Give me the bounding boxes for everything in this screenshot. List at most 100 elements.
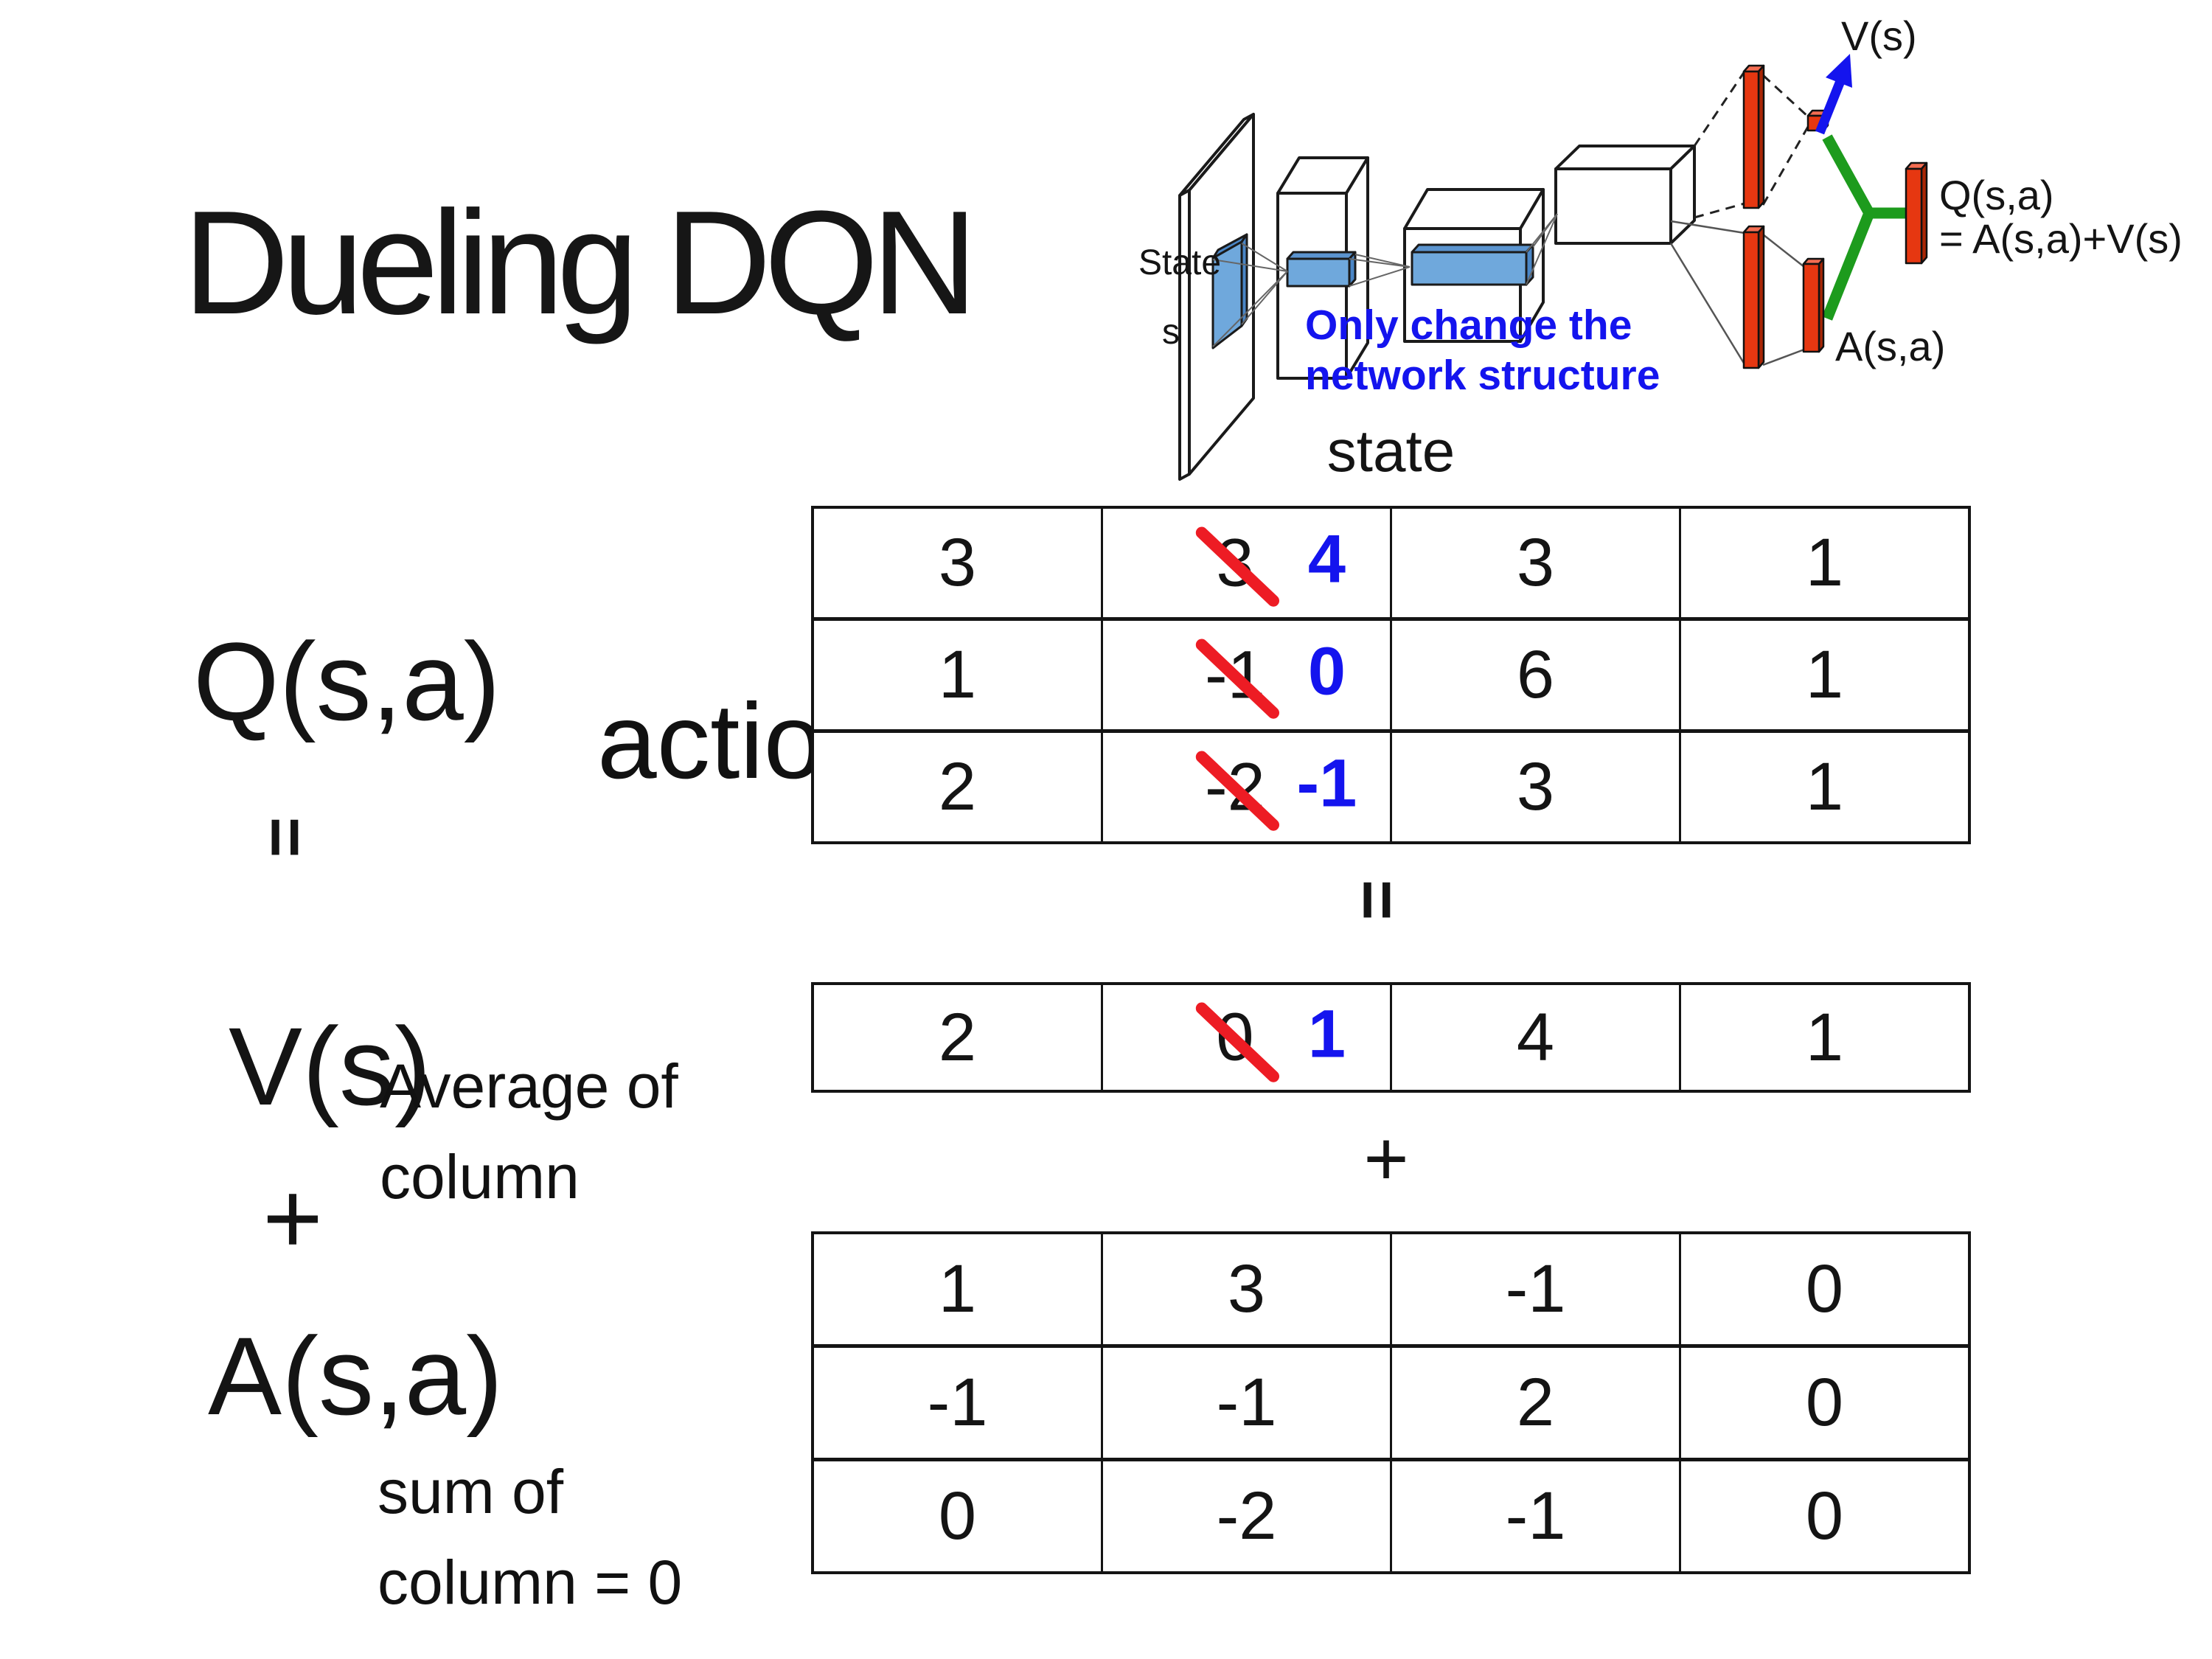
table-cell: -1 [1101,1348,1390,1458]
fc-bar-advantage [1742,225,1765,369]
cell-value: -1 [1505,1251,1566,1326]
cell-value: 2 [938,999,977,1075]
value-stream-dashed-lines [1693,71,1809,219]
cell-value: -1 [1505,1478,1566,1554]
cell-value: 1 [1805,637,1844,712]
slide-title: Dueling DQN [183,181,978,345]
corrected-value: 1 [1307,996,1346,1072]
cell-value: 1 [1805,525,1844,600]
table-row: -1 -1 2 0 [814,1344,1968,1458]
q-output-label-line1: Q(s,a) [1939,172,2054,218]
cell-value: 6 [1516,637,1555,712]
table-row: 3 34 3 1 [814,509,1968,617]
table-cell: -10 [1101,621,1390,729]
state-input-label-line1: State [1138,243,1221,282]
table-cell: -1 [1390,1461,1679,1571]
table-cell: 2 [1390,1348,1679,1458]
table-cell: -1 [814,1348,1101,1458]
v-values-table: 2 01 4 1 [811,982,1971,1093]
table-cell: 1 [1679,621,1968,729]
cell-value: 1 [1805,999,1844,1075]
cell-value: 1 [1805,749,1844,824]
table-cell: 1 [814,1234,1101,1344]
cell-value: 0 [1805,1478,1844,1554]
table-row: 1 -10 6 1 [814,617,1968,729]
note-line: column = 0 [378,1547,683,1617]
cell-value: 3 [938,525,977,600]
corrected-value: 4 [1307,521,1346,597]
table-cell: 2 [814,733,1101,841]
cell-value: 1 [938,1251,977,1326]
cell-value: -1 [927,1365,988,1440]
state-axis-label: state [1326,418,1455,484]
cell-value: 2 [1516,1365,1555,1440]
note-line: column [380,1141,580,1211]
fc-bar-value [1742,64,1765,209]
a-function-label: A(s,a) [208,1314,504,1438]
cell-value: 1 [938,637,977,712]
table-cell: 0 [1679,1234,1968,1344]
table-cell: 1 [1679,985,1968,1090]
network-note-line1: Only change the [1305,302,1632,349]
network-note-line2: network structure [1305,352,1660,399]
table-row: 2 01 4 1 [814,985,1968,1090]
feature-bar-2 [1286,251,1357,288]
table-cell: 34 [1101,509,1390,617]
table-cell: 6 [1390,621,1679,729]
conv-box-4 [1554,145,1696,245]
table-cell: 3 [814,509,1101,617]
table-cell: 1 [1679,509,1968,617]
table-row: 0 -2 -1 0 [814,1458,1968,1571]
table-cell: 0 [814,1461,1101,1571]
table-cell: 3 [1390,733,1679,841]
cell-value: 0 [938,1478,977,1554]
corrected-value: 0 [1307,633,1346,709]
table-row: 1 3 -1 0 [814,1234,1968,1344]
table-cell: 01 [1101,985,1390,1090]
feature-bar-3 [1411,243,1534,286]
state-input-label-line2: s [1162,313,1180,352]
table-row: 2-2-131 [814,729,1968,841]
vector-a-node [1802,257,1825,353]
conv-connection-lines [1212,213,1558,347]
table-cell: 4 [1390,985,1679,1090]
dueling-network-diagram: State s V(s) Q(s,a) = A(s,a)+V(s) A(s,a)… [1138,13,2183,481]
table-cell: 1 [1679,733,1968,841]
q-function-label: Q(s,a) [193,619,501,743]
equals-glyph: = [246,816,325,858]
a-output-label: A(s,a) [1835,323,1945,369]
cell-value: 2 [938,749,977,824]
aggregator-y-connector [1822,134,1908,321]
note-line: Average of [380,1051,678,1121]
cell-value: -1 [1216,1365,1277,1440]
cell-value: 4 [1516,999,1555,1075]
cell-value: 0 [1805,1251,1844,1326]
table-cell: 3 [1390,509,1679,617]
a-values-table: 1 3 -1 0 -1 -1 2 0 0 -2 -1 0 [811,1231,1971,1574]
v-function-label: V(s) [229,1004,431,1128]
sum-of-column-note: sum of column = 0 [378,1447,682,1627]
table-cell: 2 [814,985,1101,1090]
table-cell: -2 [1101,1461,1390,1571]
q-output-label-line2: = A(s,a)+V(s) [1939,215,2183,262]
v-output-label: V(s) [1841,13,1917,59]
note-line: sum of [378,1457,564,1526]
table-cell: 0 [1679,1461,1968,1571]
q-output-bar [1905,161,1928,265]
value-arrow [1815,54,1852,135]
plus-sign-left: + [262,1160,323,1276]
equals-glyph: = [1338,879,1417,920]
table-cell: 0 [1679,1348,1968,1458]
cell-value: 0 [1805,1365,1844,1440]
filter-patch [1211,233,1248,349]
equals-sign-center: = [1338,874,1416,925]
table-cell: 1 [814,621,1101,729]
plus-sign-center: + [1363,1116,1409,1202]
cell-value: -2 [1216,1478,1277,1554]
average-of-column-note: Average of column [380,1041,678,1222]
cell-value: 3 [1227,1251,1266,1326]
advantage-stream-lines [1669,220,1805,366]
cell-value: 3 [1516,525,1555,600]
